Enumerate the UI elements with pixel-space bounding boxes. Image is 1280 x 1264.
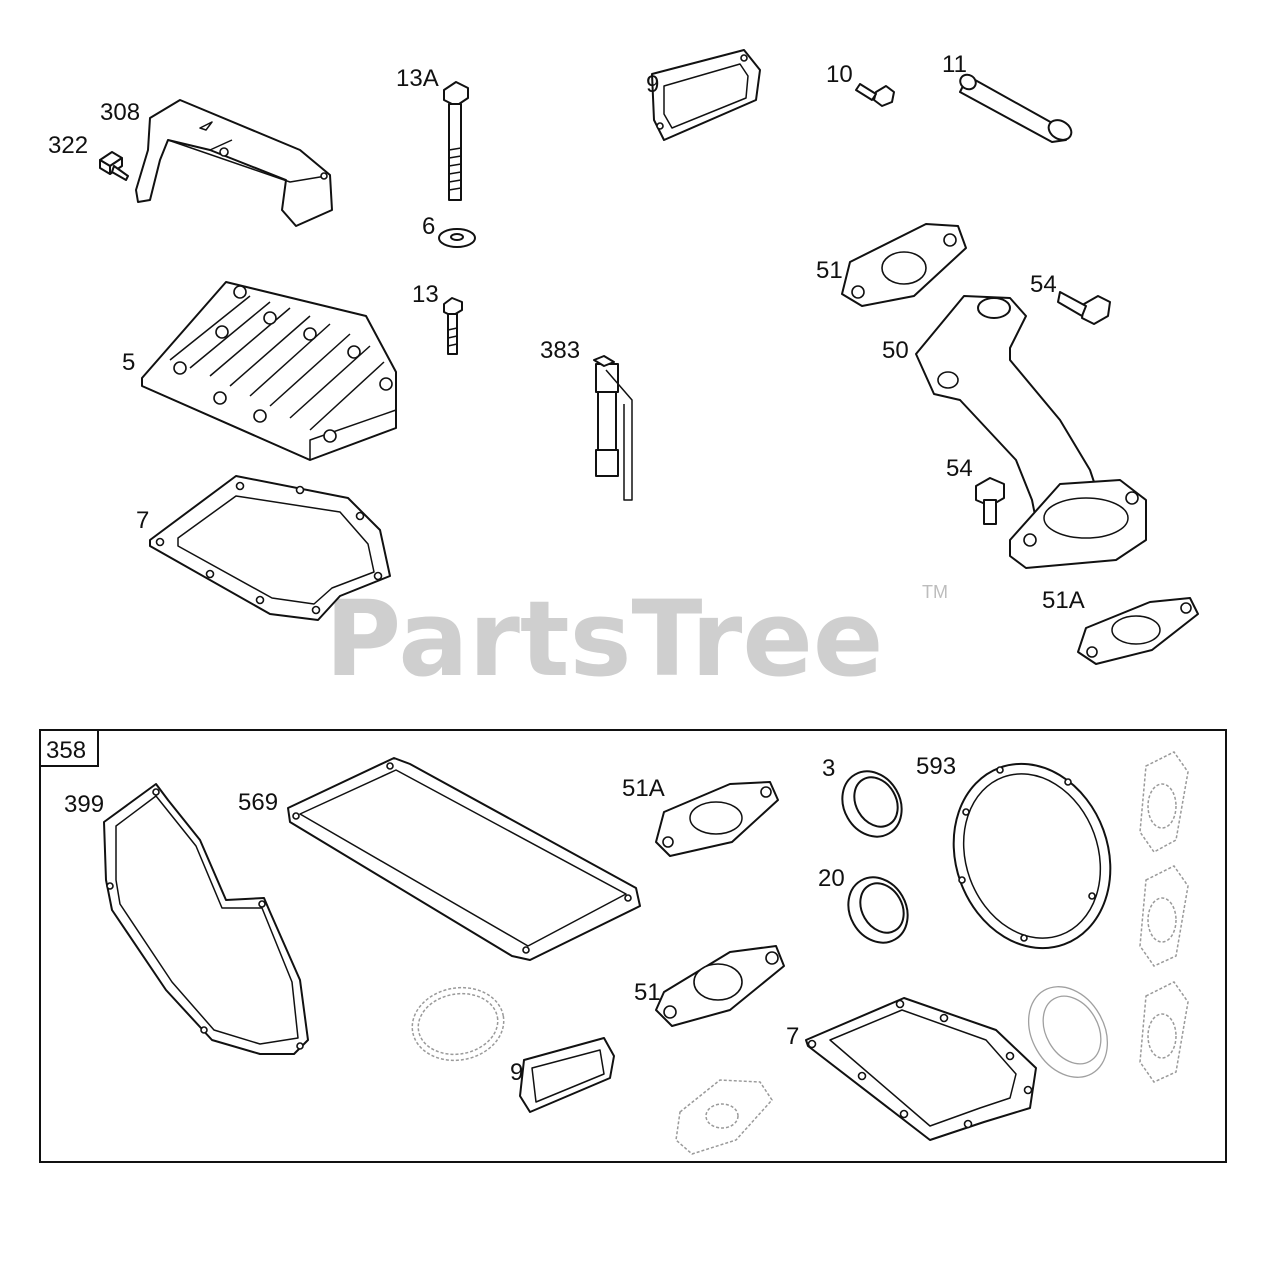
callout-13: 13 xyxy=(412,281,439,308)
callout-51: 51 xyxy=(816,257,843,284)
bolt-13-icon[interactable] xyxy=(443,297,463,355)
callout-13A: 13A xyxy=(396,65,439,92)
exhaust-gasket-51A-icon[interactable] xyxy=(1077,597,1199,665)
callout-308: 308 xyxy=(100,99,140,126)
kit-gasket-9-icon[interactable] xyxy=(519,1037,615,1113)
ghost-gasket-lower-icon xyxy=(675,1079,773,1155)
callout-kit-51: 51 xyxy=(634,979,661,1006)
ghost-ring-icon xyxy=(411,986,505,1062)
callout-569: 569 xyxy=(238,789,278,816)
callout-593: 593 xyxy=(916,753,956,780)
bolt-10-icon[interactable] xyxy=(855,83,895,107)
callout-20: 20 xyxy=(818,865,845,892)
callout-322: 322 xyxy=(48,132,88,159)
gasket-593-icon[interactable] xyxy=(928,742,1135,971)
tube-11-icon[interactable] xyxy=(958,72,1075,144)
callout-3: 3 xyxy=(822,755,835,782)
callout-9: 9 xyxy=(646,71,659,98)
head-gasket-7-icon[interactable] xyxy=(149,475,391,621)
kit-head-gasket-7-icon[interactable] xyxy=(805,997,1037,1141)
callout-11: 11 xyxy=(942,51,967,78)
callout-kit-51A: 51A xyxy=(622,775,665,802)
cylinder-head-5-icon[interactable] xyxy=(141,281,397,461)
exhaust-pipe-50-icon[interactable] xyxy=(915,295,1147,569)
exhaust-gasket-51-icon[interactable] xyxy=(841,223,967,307)
kit-358-label-box xyxy=(39,729,99,767)
seal-20-icon[interactable] xyxy=(837,867,919,954)
bolt-13A-icon[interactable] xyxy=(443,81,469,201)
washer-6-icon[interactable] xyxy=(438,228,476,248)
callout-399: 399 xyxy=(64,791,104,818)
ghost-gasket-stack-icon xyxy=(1139,751,1189,1083)
callout-6: 6 xyxy=(422,213,435,240)
callout-10: 10 xyxy=(826,61,853,88)
callout-7: 7 xyxy=(136,507,149,534)
bracket-308-icon[interactable] xyxy=(135,99,333,227)
callout-50: 50 xyxy=(882,337,909,364)
callout-51A: 51A xyxy=(1042,587,1085,614)
callout-kit-9: 9 xyxy=(510,1059,523,1086)
kit-gasket-51-icon[interactable] xyxy=(655,945,785,1027)
callout-5: 5 xyxy=(122,349,135,376)
sensor-383-icon[interactable] xyxy=(593,355,633,501)
bolt-322-icon[interactable] xyxy=(99,151,129,181)
kit-gasket-51A-icon[interactable] xyxy=(655,781,779,857)
seal-3-icon[interactable] xyxy=(831,761,913,848)
watermark-text: PartsTree xyxy=(325,578,883,700)
kit-358-label: 358 xyxy=(46,737,86,764)
callout-kit-7: 7 xyxy=(786,1023,799,1050)
gasket-569-icon[interactable] xyxy=(287,757,641,961)
kit-358-frame xyxy=(39,729,1227,1163)
callout-54-lower: 54 xyxy=(946,455,973,482)
callout-54-upper: 54 xyxy=(1030,271,1057,298)
gasket-399-icon[interactable] xyxy=(103,783,309,1055)
bolt-54-lower-icon[interactable] xyxy=(975,477,1005,525)
ghost-seal-icon xyxy=(1028,986,1108,1078)
gasket-9-icon[interactable] xyxy=(651,49,761,141)
callout-383: 383 xyxy=(540,337,580,364)
watermark-tm: TM xyxy=(922,582,948,602)
bolt-54-upper-icon[interactable] xyxy=(1057,291,1111,325)
